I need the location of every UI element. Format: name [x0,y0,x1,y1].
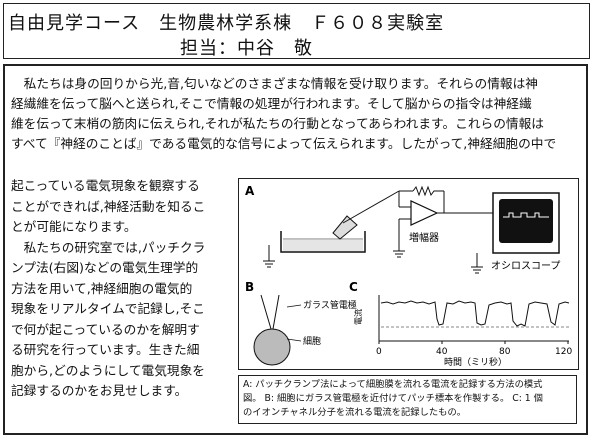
text-line: で何が起こっているのかを解明す [11,321,200,337]
amplifier-label: 増幅器 [409,231,439,244]
text-line: 経繊維を伝って脳へと送られ,そこで情報の処理が行われます。そして脳からの指令は神… [11,96,532,111]
text-line: る研究を行っています。生きた細 [11,342,200,357]
caption-line: A: パッチクランプ法によって細胞膜を流れる電流を記録する方法の模式 [243,379,543,390]
electrode-label: ガラス管電極 [303,299,357,311]
y-axis-label: 電流 [353,309,363,325]
header-box: 自由見学コース 生物農林学系棟 Ｆ６０８実験室 担当：中谷 敬 [3,3,590,59]
text-line: ことができれば,神経活動を知るこ [11,198,206,214]
text-line: すべて『神経のことば』である電気的な信号によって伝えられます。したがって,神経細… [11,136,557,151]
recording-dish [280,231,366,253]
text-line: 私たちは身の回りから光,音,匂いなどのさまざまな情報を受け取ります。それらの情報… [11,76,538,91]
text-line: とが可能になります。 [11,219,137,234]
cell-diagram [253,294,302,366]
text-line: 維を伝って末梢の筋肉に伝えられ,それが私たちの行動となってあらわれます。これらの… [11,116,544,131]
panel-c-label: C [349,280,358,294]
current-trace [378,295,570,344]
amplifier-circuit [393,185,453,258]
panel-b-label: B [245,280,254,294]
oscilloscope [453,192,560,274]
figure-svg: A [245,184,572,368]
text-line: 記録するのかをお見せします。 [11,383,188,398]
text-line: 私たちの研究室では,パッチクラ [11,239,206,255]
x-tick-0: 0 [376,347,382,357]
dish-ground [263,245,275,268]
text-line: 起こっている電気現象を観察する [11,178,200,193]
figure-caption: A: パッチクランプ法によって細胞膜を流れる電流を記録する方法の模式 図。 B:… [238,375,577,424]
text-line: 現象をリアルタイムで記録し,そこ [11,301,205,316]
caption-line: のイオンチャネル分子を流れる電流を記録したもの。 [243,407,467,418]
patch-clamp-figure: A [238,178,579,370]
content-box: 私たちは身の回りから光,音,匂いなどのさまざまな情報を受け取ります。それらの情報… [3,64,588,435]
text-line: 胞から,どのようにして電気現象を [11,362,205,378]
cell-label: 細胞 [303,335,321,347]
x-tick-80: 80 [499,347,511,357]
panel-a-label: A [245,184,255,198]
x-tick-120: 120 [555,347,572,357]
caption-line: 図。 B: 細胞にガラス管電極を近付けてパッチ標本を作製する。 C: 1 個 [243,393,543,404]
x-axis-label: 時間（ミリ秒） [444,356,507,368]
course-title: 自由見学コース 生物農林学系棟 Ｆ６０８実験室 [8,13,445,34]
research-paragraph: 起こっている電気現象を観察する ことができれば,神経活動を知るこ とが可能になり… [11,176,261,402]
person-in-charge: 担当：中谷 敬 [180,38,313,59]
oscilloscope-label: オシロスコープ [491,260,560,272]
x-tick-40: 40 [436,347,448,357]
text-line: ンプ法(右図)などの電気生理学的 [11,260,199,275]
intro-paragraph: 私たちは身の回りから光,音,匂いなどのさまざまな情報を受け取ります。それらの情報… [11,74,583,154]
text-line: 方法を用いて,神経細胞の電気的 [11,280,193,296]
glass-electrode [332,190,400,240]
